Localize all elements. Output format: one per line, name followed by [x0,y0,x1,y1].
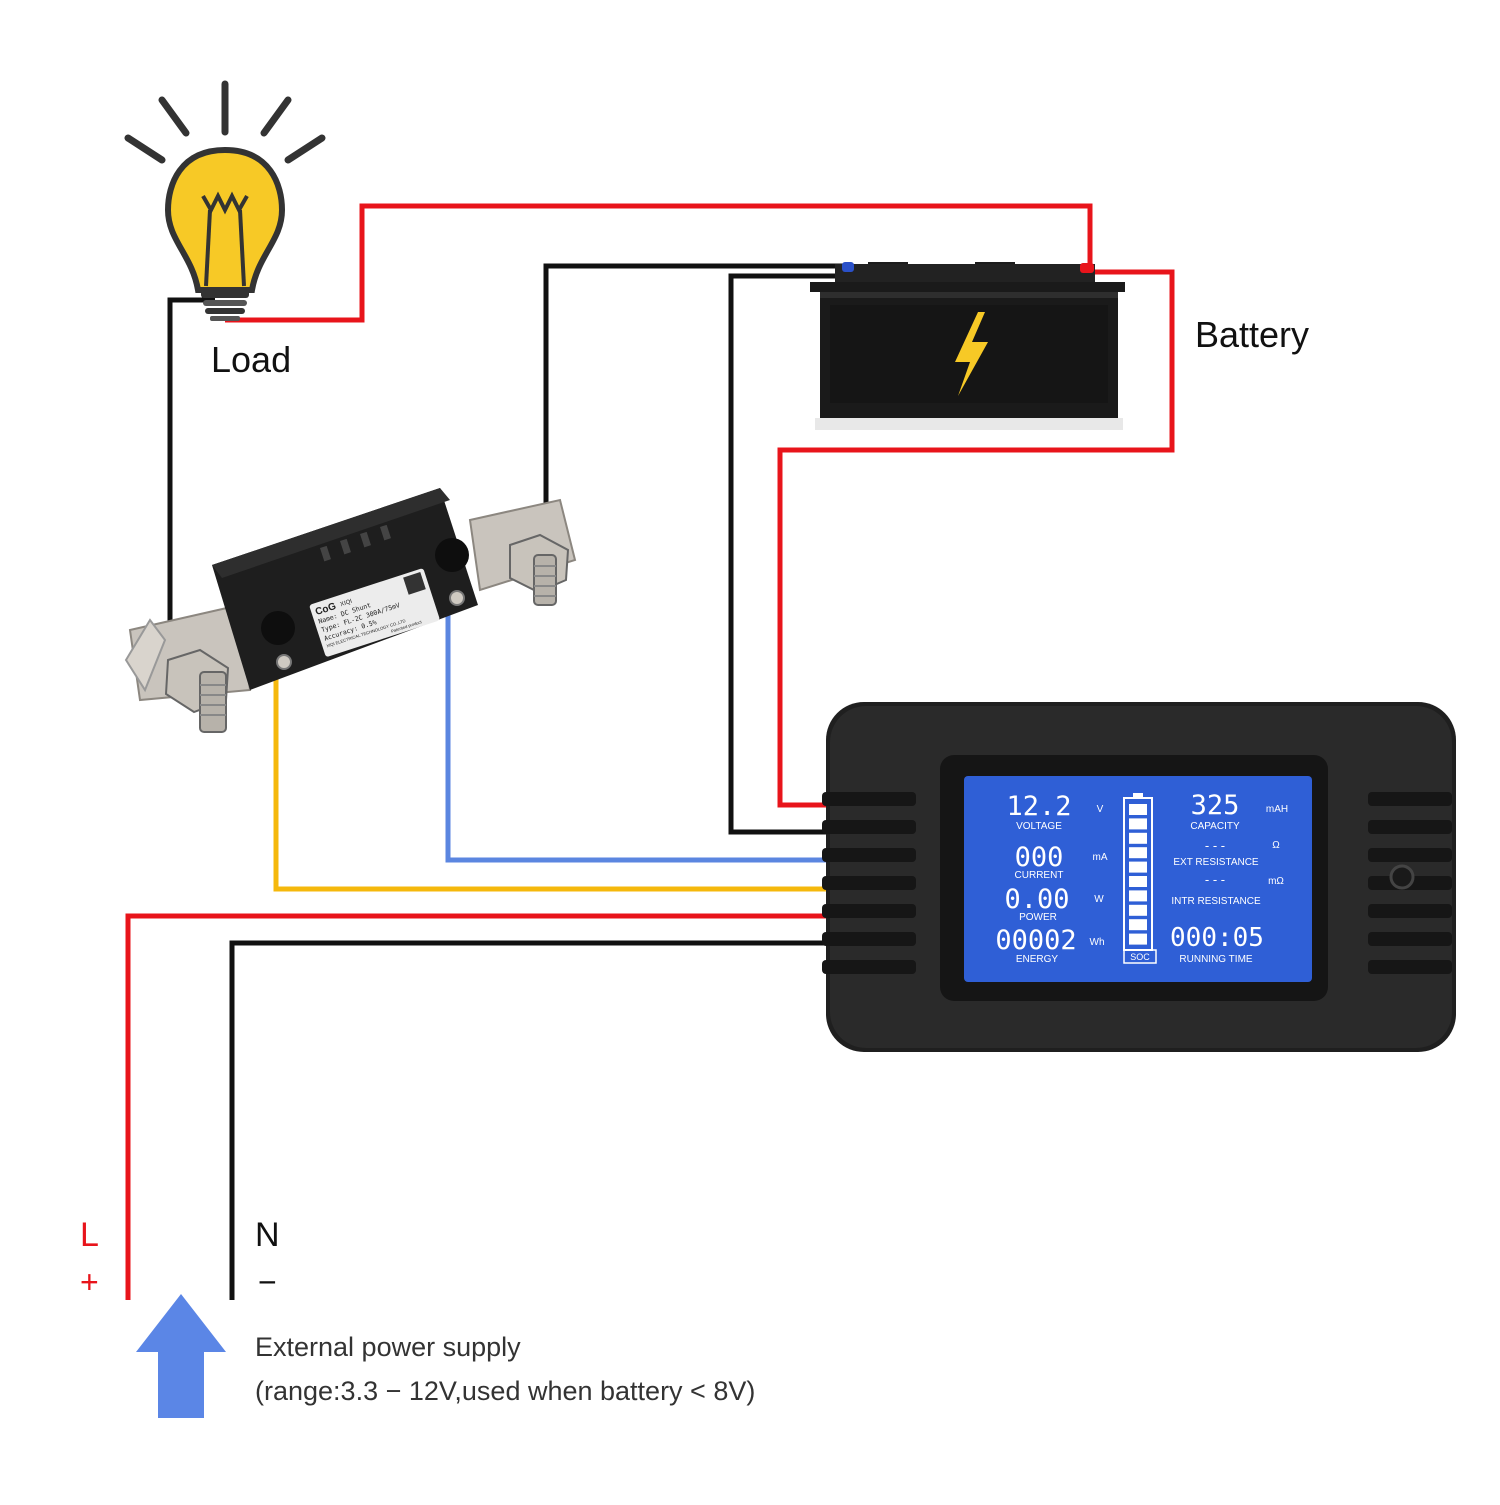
current-label: CURRENT [1015,870,1064,881]
bolt-icon [164,648,230,733]
soc-segment [1129,933,1147,945]
wire-red-battery-to-meter [777,269,1175,808]
soc-segment [1129,818,1147,830]
running-time-label: RUNNING TIME [1179,954,1252,965]
soc-segment [1129,832,1147,844]
supply-l-label: L [80,1216,99,1254]
wire-blue-sense [445,597,830,863]
supply-description-line2: (range:3.3 − 12V,used when battery < 8V) [255,1376,756,1406]
energy-label: ENERGY [1016,954,1059,965]
supply-plus-label: + [80,1264,99,1300]
shunt-label-plate [309,568,440,657]
power-value: 0.00 [1004,884,1069,915]
light-bulb-icon [124,80,326,321]
intr-resistance-value: - - - [1205,872,1225,887]
battery-positive-terminal [1080,263,1094,273]
soc-segment [1129,904,1147,916]
power-unit: W [1094,894,1104,905]
intr-resistance-label: INTR RESISTANCE [1171,896,1261,907]
capacity-label: CAPACITY [1190,821,1240,832]
intr-resistance-unit: mΩ [1268,876,1284,887]
ext-resistance-unit: Ω [1272,840,1280,851]
energy-value: 00002 [995,925,1076,956]
screw-icon [449,590,465,606]
dc-shunt: CoG XIQI Name: DC Shunt Type: FL-2C 300A… [124,488,577,733]
load-label: Load [211,339,292,380]
meter-button[interactable] [1389,864,1415,890]
wire-black-battery-to-meter [728,273,848,835]
battery-label: Battery [1195,314,1310,355]
soc-gauge: SOC [1123,793,1157,964]
soc-segment [1129,876,1147,887]
soc-segment [1129,919,1147,931]
capacity-value: 325 [1191,790,1240,821]
supply-description-line1: External power supply [255,1332,521,1362]
power-label: POWER [1019,912,1057,923]
screw-icon [276,654,292,670]
shunt-brand-sub: XIQI [340,599,354,609]
bolt-icon [509,533,570,606]
wire-red-external-supply [125,913,830,1300]
lightning-bolt-icon [955,312,988,396]
current-unit: mA [1093,852,1108,863]
soc-segment [1129,847,1147,859]
wire-black-load-to-shunt [167,297,215,660]
wire-black-shunt-to-battery [543,263,845,545]
capacity-unit: mAH [1266,804,1288,815]
soc-label: SOC [1130,952,1150,962]
ext-resistance-label: EXT RESISTANCE [1173,857,1259,868]
wire-red-load-to-battery [225,203,1093,323]
energy-unit: Wh [1090,937,1105,948]
soc-segment [1129,861,1147,873]
running-time-value: 000:05 [1170,923,1264,953]
voltage-label: VOLTAGE [1016,821,1062,832]
battery-negative-terminal [842,262,854,272]
soc-segment [1129,890,1147,902]
battery-icon [810,262,1125,430]
soc-segment [1129,804,1147,815]
voltage-value: 12.2 [1006,791,1071,822]
arrow-up-icon [136,1294,226,1418]
wire-black-external-supply [229,940,830,1300]
ext-resistance-value: - - - [1205,838,1225,853]
battery-monitor-meter: 12.2 V VOLTAGE 000 mA CURRENT 0.00 W POW… [822,702,1456,1052]
current-value: 000 [1015,842,1064,873]
voltage-unit: V [1097,804,1104,815]
wire-yellow-sense [273,662,830,892]
supply-n-label: N [255,1216,280,1254]
supply-minus-label: − [258,1264,277,1300]
